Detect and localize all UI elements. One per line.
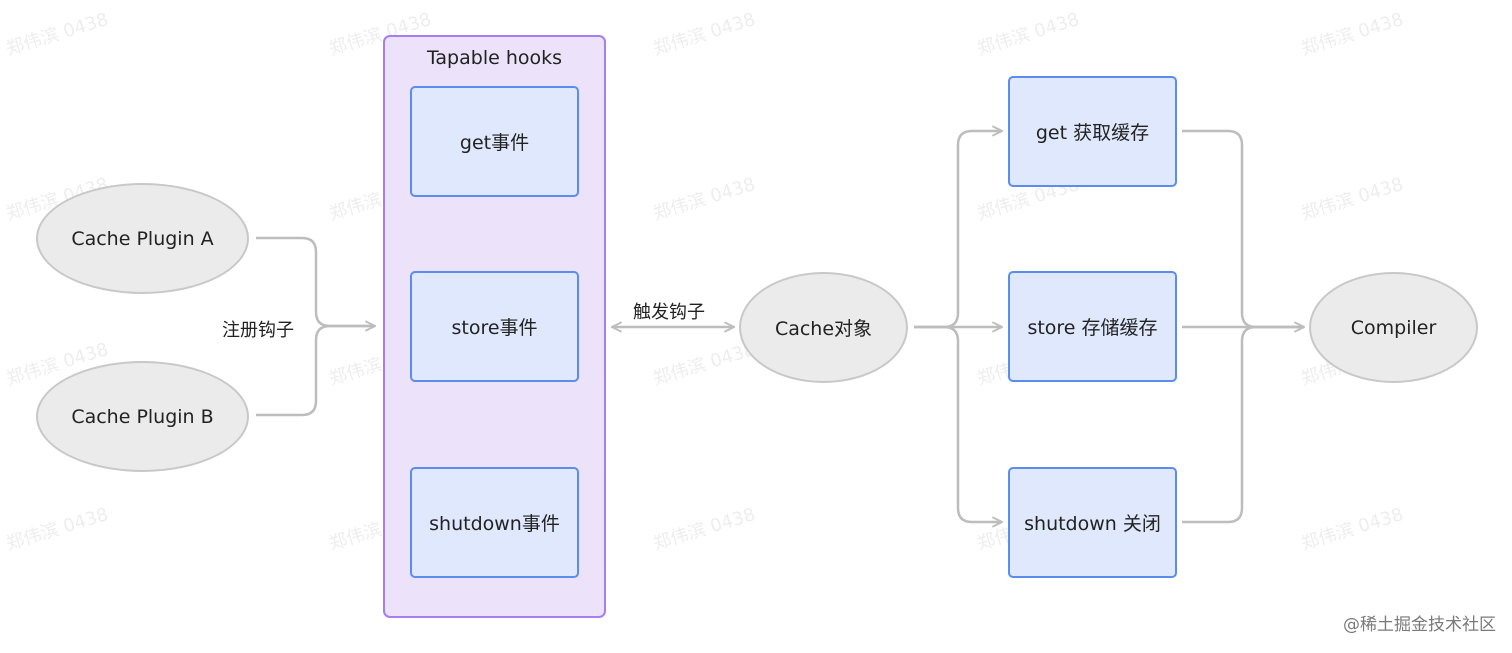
node-compiler: Compiler	[1309, 272, 1478, 383]
node-get-cache: get 获取缓存	[1008, 76, 1177, 187]
node-hook-get: get事件	[410, 86, 579, 197]
edge-label-trigger: 触发钩子	[630, 298, 708, 324]
edge-cache-to-shutdown	[914, 325, 1002, 522]
group-title: Tapable hooks	[426, 47, 563, 69]
source-credit: @稀土掘金技术社区	[1343, 615, 1496, 635]
edge-get-to-compiler	[1182, 129, 1304, 327]
node-cache-plugin-a: Cache Plugin A	[36, 183, 249, 294]
edge-label-register: 注册钩子	[219, 316, 297, 342]
edge-cache-to-get	[914, 131, 1002, 329]
node-cache-plugin-b: Cache Plugin B	[36, 361, 249, 472]
node-shutdown: shutdown 关闭	[1008, 467, 1177, 578]
edge-plugin-b-to-hooks	[256, 324, 375, 417]
node-hook-store: store事件	[410, 271, 579, 382]
node-hook-shutdown: shutdown事件	[410, 467, 579, 578]
node-cache-object: Cache对象	[739, 272, 908, 383]
node-store-cache: store 存储缓存	[1008, 271, 1177, 382]
edge-shutdown-to-compiler	[1182, 325, 1304, 524]
edge-plugin-a-to-hooks	[256, 236, 375, 326]
